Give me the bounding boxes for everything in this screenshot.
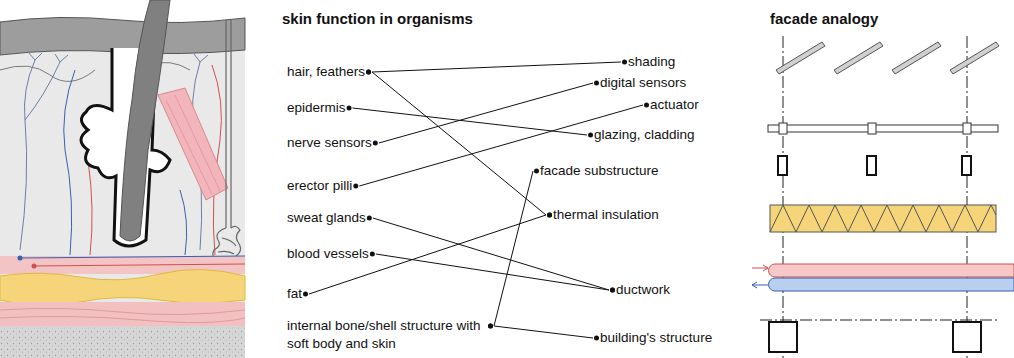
term-text: glazing, cladding [594, 127, 695, 142]
term-text: thermal insulation [553, 207, 659, 222]
panel-heading: facade analogy [770, 10, 878, 27]
facade-term: thermal insulation [546, 206, 666, 224]
facade-term: shading [621, 53, 682, 71]
facade-term: digital sensors [593, 74, 693, 92]
term-text: actuator [650, 97, 699, 112]
skin-term: sweat glands [280, 209, 373, 227]
fat-layer [0, 269, 245, 305]
term-text: erector pilli [287, 178, 352, 193]
term-text: epidermis [287, 100, 346, 115]
shading-louvres [776, 42, 999, 74]
skin-term: nerve sensors [280, 134, 379, 152]
return-duct [769, 278, 1014, 291]
skin-term: epidermis [280, 99, 353, 117]
term-text: sweat glands [287, 210, 366, 225]
facade-term: facade substructure [533, 162, 666, 180]
sweat-gland [213, 20, 241, 261]
dermis [0, 22, 245, 332]
insulation-zigzag [770, 205, 996, 232]
erector-muscle [158, 88, 228, 200]
term-text: hair, feathers [287, 64, 365, 79]
analogy-link [367, 216, 615, 293]
skin-term: erector pilli [280, 177, 359, 195]
facade-term: ductwork [609, 281, 677, 299]
tissue-lines [0, 308, 245, 322]
analogy-link [366, 70, 552, 218]
term-text: internal bone/shell structure with soft … [287, 318, 481, 351]
term-text: digital sensors [600, 75, 686, 90]
term-text: facade substructure [540, 163, 659, 178]
analogy-link [488, 324, 599, 341]
facade-term: glazing, cladding [587, 126, 702, 144]
glazing-panel [768, 123, 998, 134]
skin-term: hair, feathers [280, 63, 372, 81]
analogy-link [370, 252, 615, 293]
term-text: fat [287, 286, 302, 301]
analogy-link [366, 60, 627, 75]
term-text: blood vessels [287, 246, 369, 261]
artery-end [32, 264, 37, 269]
return-arrow [752, 282, 768, 288]
panel-heading: skin function in organisms [282, 10, 473, 27]
structure-columns [769, 322, 981, 352]
soft-body-layer [0, 302, 245, 326]
skin-term: internal bone/shell structure with soft … [280, 317, 494, 353]
term-text: building's structure [600, 330, 712, 345]
supply-duct [769, 264, 1014, 277]
artery [34, 264, 245, 266]
axis-lines [760, 36, 1000, 358]
muscle-fibres [166, 95, 220, 194]
facade-term: building's structure [593, 329, 719, 347]
analogy-link [488, 169, 539, 329]
skin-term: blood vessels [280, 245, 376, 263]
skin-term: fat [280, 285, 309, 303]
vein-end [18, 256, 23, 261]
facade-term: actuator [643, 96, 706, 114]
term-text: nerve sensors [287, 135, 372, 150]
bone-layer [0, 326, 245, 358]
supply-arrow [752, 265, 768, 271]
analogy-link [373, 81, 599, 146]
vein [20, 256, 245, 258]
analogy-link [347, 106, 593, 138]
insulation-layer [770, 205, 996, 232]
hair-shaft [120, 0, 170, 241]
term-text: shading [628, 54, 675, 69]
term-text: ductwork [616, 282, 670, 297]
substructure-posts [778, 156, 971, 175]
